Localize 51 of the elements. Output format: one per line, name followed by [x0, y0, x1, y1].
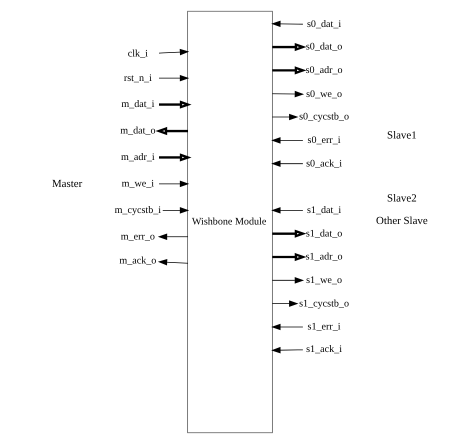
node-text: m_dat_o [120, 126, 156, 137]
node-text: m_dat_i [121, 99, 154, 110]
node-text: m_adr_i [121, 152, 155, 164]
label: Slave1 [387, 130, 417, 142]
arrow [158, 74, 190, 82]
arrow [272, 114, 298, 120]
node-text: s0_cycstb_o [299, 112, 350, 123]
node-text: rst_n_i [124, 72, 152, 84]
arrow [272, 230, 306, 238]
node-text: s0_dat_o [306, 42, 342, 53]
node-text: s1_err_i [308, 322, 341, 333]
node-text: s1_adr_o [306, 252, 343, 263]
arrow [272, 90, 304, 98]
node-text: m_err_o [120, 231, 155, 242]
label: Slave2 [387, 192, 417, 205]
arrow [162, 207, 190, 214]
arrow [158, 258, 188, 266]
arrow [271, 160, 304, 167]
arrow [159, 100, 192, 109]
label: Master [52, 178, 82, 190]
arrow [272, 300, 298, 307]
arrow [155, 126, 188, 136]
arrow [272, 66, 306, 74]
arrow [271, 137, 304, 144]
node-text: m_cycstb_i [114, 204, 162, 216]
node-text: s0_dat_i [306, 19, 342, 30]
node-text: s0_adr_o [306, 65, 343, 76]
arrow [272, 252, 306, 262]
node-box: Wishbone Module [187, 10, 273, 434]
arrow [158, 180, 190, 188]
node-text: s1_ack_i [306, 344, 342, 356]
arrow [271, 20, 304, 28]
node-text: m_ack_o [119, 256, 156, 267]
node-text: s1_we_o [306, 274, 342, 286]
arrow [272, 42, 306, 52]
node-text: s1_dat_i [306, 204, 342, 216]
arrow [271, 346, 304, 354]
node-text: s1_cycstb_o [299, 298, 350, 310]
node-text: m_we_i [122, 178, 154, 190]
arrow [271, 324, 304, 330]
node-text: s0_err_i [308, 135, 341, 146]
arrow [271, 207, 304, 214]
node-text: s0_we_o [306, 89, 342, 100]
label: Other Slave [376, 215, 428, 228]
node-text: s0_ack_i [306, 158, 342, 170]
arrow [159, 153, 192, 162]
node-text: clk_i [128, 48, 148, 60]
arrow [158, 48, 190, 56]
arrow [158, 234, 188, 240]
node-text: s1_dat_o [306, 228, 342, 240]
arrow [272, 277, 304, 284]
